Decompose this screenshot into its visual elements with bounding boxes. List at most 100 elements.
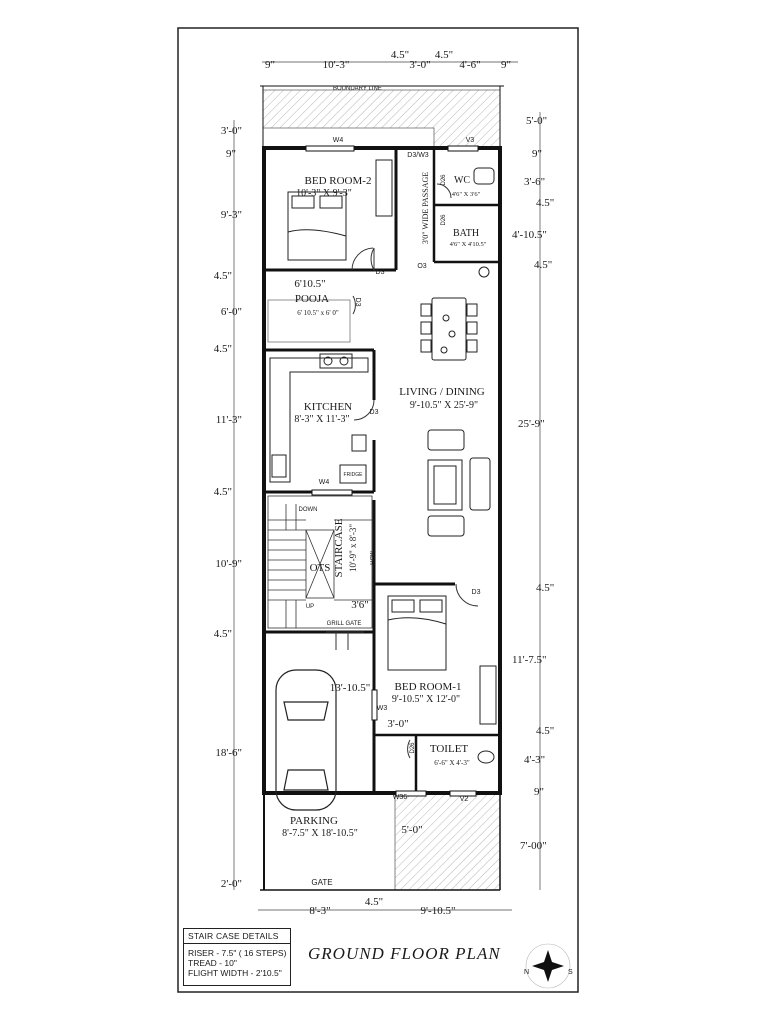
right-dimensions: 5'-0" 9" 3'-6" 4.5" 4'-10.5" 4.5" 25'-9" 4.5" 11… [512,115,554,852]
parking-dim: 13'-10.5" [330,682,370,694]
stair-details-box: STAIR CASE DETAILS RISER - 7.5" ( 16 STE… [183,928,291,986]
top-dim-4: 4.5" [435,49,453,61]
gate-label: GATE [311,878,332,887]
left-dimensions: 3'-0"9"9'-3"4.5"6'-0"4.5"11'-3"4.5"10'-9… [214,125,242,890]
toilet-name: TOILET [430,743,469,755]
left-dim-2: 9'-3" [221,209,242,221]
top-dim-3: 3'-0" [409,59,430,71]
living-size: 9'-10.5" X 25'-9" [410,400,478,411]
ots-label: OTS [310,562,331,574]
right-dim-4: 4'-10.5" [512,229,547,241]
left-dim-10: 18'-6" [215,747,242,759]
right-dim-2: 3'-6" [524,176,545,188]
hatched-setbacks [262,89,501,891]
v2-label: V2 [460,796,469,803]
right-dim-9: 4.5" [536,725,554,737]
right-dim-12: 7'-00" [520,840,547,852]
pooja-size: 6' 10.5" x 6' 0" [297,309,339,317]
pooja-name: POOJA [295,293,329,305]
right-dim-1: 9" [532,148,542,160]
d3-bedroom2-label: D3 [376,269,385,276]
kitchen-name: KITCHEN [304,401,352,413]
bedroom1-door-dim: 3'-0" [387,718,408,730]
top-dim-2: 4.5" [391,49,409,61]
bottom-dimensions: 8'-3"4.5"9'-10.5" [309,896,455,917]
grill-gate-label: GRILL GATE [327,621,362,627]
bath-name: BATH [453,228,479,239]
left-dim-11: 2'-0" [221,878,242,890]
car-outline [275,669,337,811]
w4-top-label: W4 [333,137,344,144]
top-dim-6: 9" [501,59,511,71]
d26-toilet-label: D26 [410,742,416,754]
right-dim-10: 4'-3" [524,754,545,766]
top-dim-1: 10'-3" [323,59,350,71]
dimension-lines [233,61,541,911]
stair-flight-width: FLIGHT WIDTH - 2'10.5" [188,968,282,978]
door-swings [351,183,479,759]
parking-size: 8'-7.5" X 18'-10.5" [282,828,358,839]
top-dim-0: 9" [265,59,275,71]
d3w3-label: D3/W3 [407,152,429,159]
right-dim-11: 9" [534,786,544,798]
wc-name: WC [454,175,470,186]
right-dim-6: 25'-9" [518,418,545,430]
bottom-dim-0: 8'-3" [309,905,330,917]
stair-details-heading: STAIR CASE DETAILS [184,931,290,944]
w36-label: W36 [393,794,408,801]
left-dim-6: 11'-3" [216,414,242,426]
left-dim-1: 9" [226,148,236,160]
left-dim-3: 4.5" [214,270,232,282]
d3-kitchen-label: D3 [370,409,379,416]
compass-s: S [568,969,573,976]
plan-title: GROUND FLOOR PLAN [308,944,501,963]
left-dim-9: 4.5" [214,628,232,640]
v3-label: V3 [466,137,475,144]
up-label: UP [306,604,314,610]
bedroom2-size: 10'-3" X 9'-3" [296,188,352,199]
o3-label: O3 [417,263,426,270]
living-name: LIVING / DINING [399,386,485,398]
down-label: DOWN [299,507,318,513]
grill-gate [326,631,364,650]
sanitary-fixtures [473,167,495,764]
w3-label: W3 [377,705,388,712]
kitchen-size: 8'-3" X 11'-3" [294,414,349,425]
d26-bath-label: D26 [441,214,447,226]
bottom-dim-2: 9'-10.5" [421,905,456,917]
bedroom2-width-dim: 6'10.5" [294,278,325,290]
staircase-steps [267,495,373,629]
bedroom1-size: 9'-10.5" X 12'-0" [392,694,460,705]
windows [305,145,479,797]
w4-kitchen-label: W4 [319,479,330,486]
dining-table [420,297,478,361]
stair-width-dim: 3'6" [351,599,368,611]
right-dim-7: 4.5" [536,582,554,594]
d26-wc-label: D26 [441,174,447,186]
bed-1-furniture [387,595,497,725]
right-dim-3: 4.5" [536,197,554,209]
parking-name: PARKING [290,815,338,827]
d3-pooja-label: D3 [354,298,361,307]
right-dim-8: 11'-7.5" [512,654,546,666]
fridge-label: FRIDGE [344,472,364,478]
left-dim-7: 4.5" [214,486,232,498]
plan-labels: BOUNDARY LINE BED ROOM-2 10'-3" X 9'-3" … [282,86,573,976]
front-setback-dim: 5'-0" [401,824,422,836]
left-dim-0: 3'-0" [221,125,242,137]
staircase-name: STAIRCASE [333,518,345,577]
staircase-size: 10'-9" x 8'-3" [348,524,358,572]
d3-bedroom1-label: D3 [472,589,481,596]
sofa-set [427,429,491,537]
right-dim-0: 5'-0" [526,115,547,127]
stair-riser: RISER - 7.5" ( 16 STEPS) [188,948,287,958]
north-compass [525,943,571,989]
left-dim-5: 4.5" [214,343,232,355]
mdh-label: MDH [368,551,374,565]
kitchen-counter [269,353,369,484]
wc-size: 4'6" X 3'6" [452,191,481,198]
right-dim-5: 4.5" [534,259,552,271]
passage-label: 3'0" WIDE PASSAGE [421,172,430,244]
toilet-size: 6'-6" X 4'-3" [434,759,470,767]
